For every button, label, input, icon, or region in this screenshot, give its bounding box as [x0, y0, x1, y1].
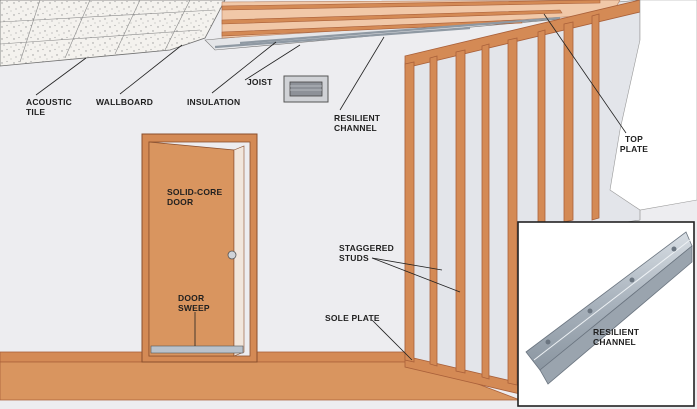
inset-resilient-channel-label-line-1: RESILIENT — [593, 327, 640, 337]
acoustic-tile-label: ACOUSTIC TILE — [26, 97, 72, 117]
solid-core-door — [148, 141, 235, 357]
ceiling-joists — [221, 0, 601, 37]
top-plate-label-line-1: TOP — [625, 134, 643, 144]
solid-core-door-label-line-1: SOLID-CORE — [167, 187, 223, 197]
solid-core-door-label: SOLID-CORE DOOR — [167, 187, 222, 207]
wallboard-label: WALLBOARD — [96, 97, 154, 107]
joist-label: JOIST — [247, 77, 273, 87]
resilient-channel-strips — [214, 16, 561, 49]
acoustic-tile-ceiling — [0, 0, 226, 67]
staggered-studs-label-line-1: STAGGERED — [339, 243, 395, 253]
door-knob — [227, 250, 237, 260]
staggered-studs-label-line-2: STUDS — [339, 253, 369, 263]
tile-grid — [0, 0, 216, 63]
insulation-label: INSULATION — [187, 97, 241, 107]
acoustic-tile-label-line-1: ACOUSTIC — [26, 97, 72, 107]
inset-resilient-channel-label: RESILIENT CHANNEL — [593, 327, 639, 347]
door-assembly — [141, 133, 258, 363]
door-sweep-label: DOOR SWEEP — [178, 293, 210, 313]
door-sweep-label-line-2: SWEEP — [178, 303, 210, 313]
inset-resilient-channel-label-line-2: CHANNEL — [593, 337, 636, 347]
cutaway-edge — [609, 0, 697, 211]
acoustic-tile-label-line-2: TILE — [26, 107, 46, 117]
solid-core-door-label-line-2: DOOR — [167, 197, 194, 207]
resilient-channel-label-line-1: RESILIENT — [334, 113, 381, 123]
callout-leaders — [35, 13, 627, 361]
sole-plate-label: SOLE PLATE — [325, 313, 380, 323]
staggered-studs — [404, 13, 600, 386]
door-sweep — [150, 345, 244, 354]
resilient-channel-label: RESILIENT CHANNEL — [334, 113, 380, 133]
wall-vent — [283, 75, 329, 103]
resilient-channel-inset — [517, 221, 695, 407]
resilient-channel-label-line-2: CHANNEL — [334, 123, 377, 133]
staggered-studs-label: STAGGERED STUDS — [339, 243, 394, 263]
top-plate-label: TOP PLATE — [614, 134, 654, 154]
top-plate-label-line-2: PLATE — [619, 144, 649, 154]
door-sweep-label-line-1: DOOR — [178, 293, 205, 303]
